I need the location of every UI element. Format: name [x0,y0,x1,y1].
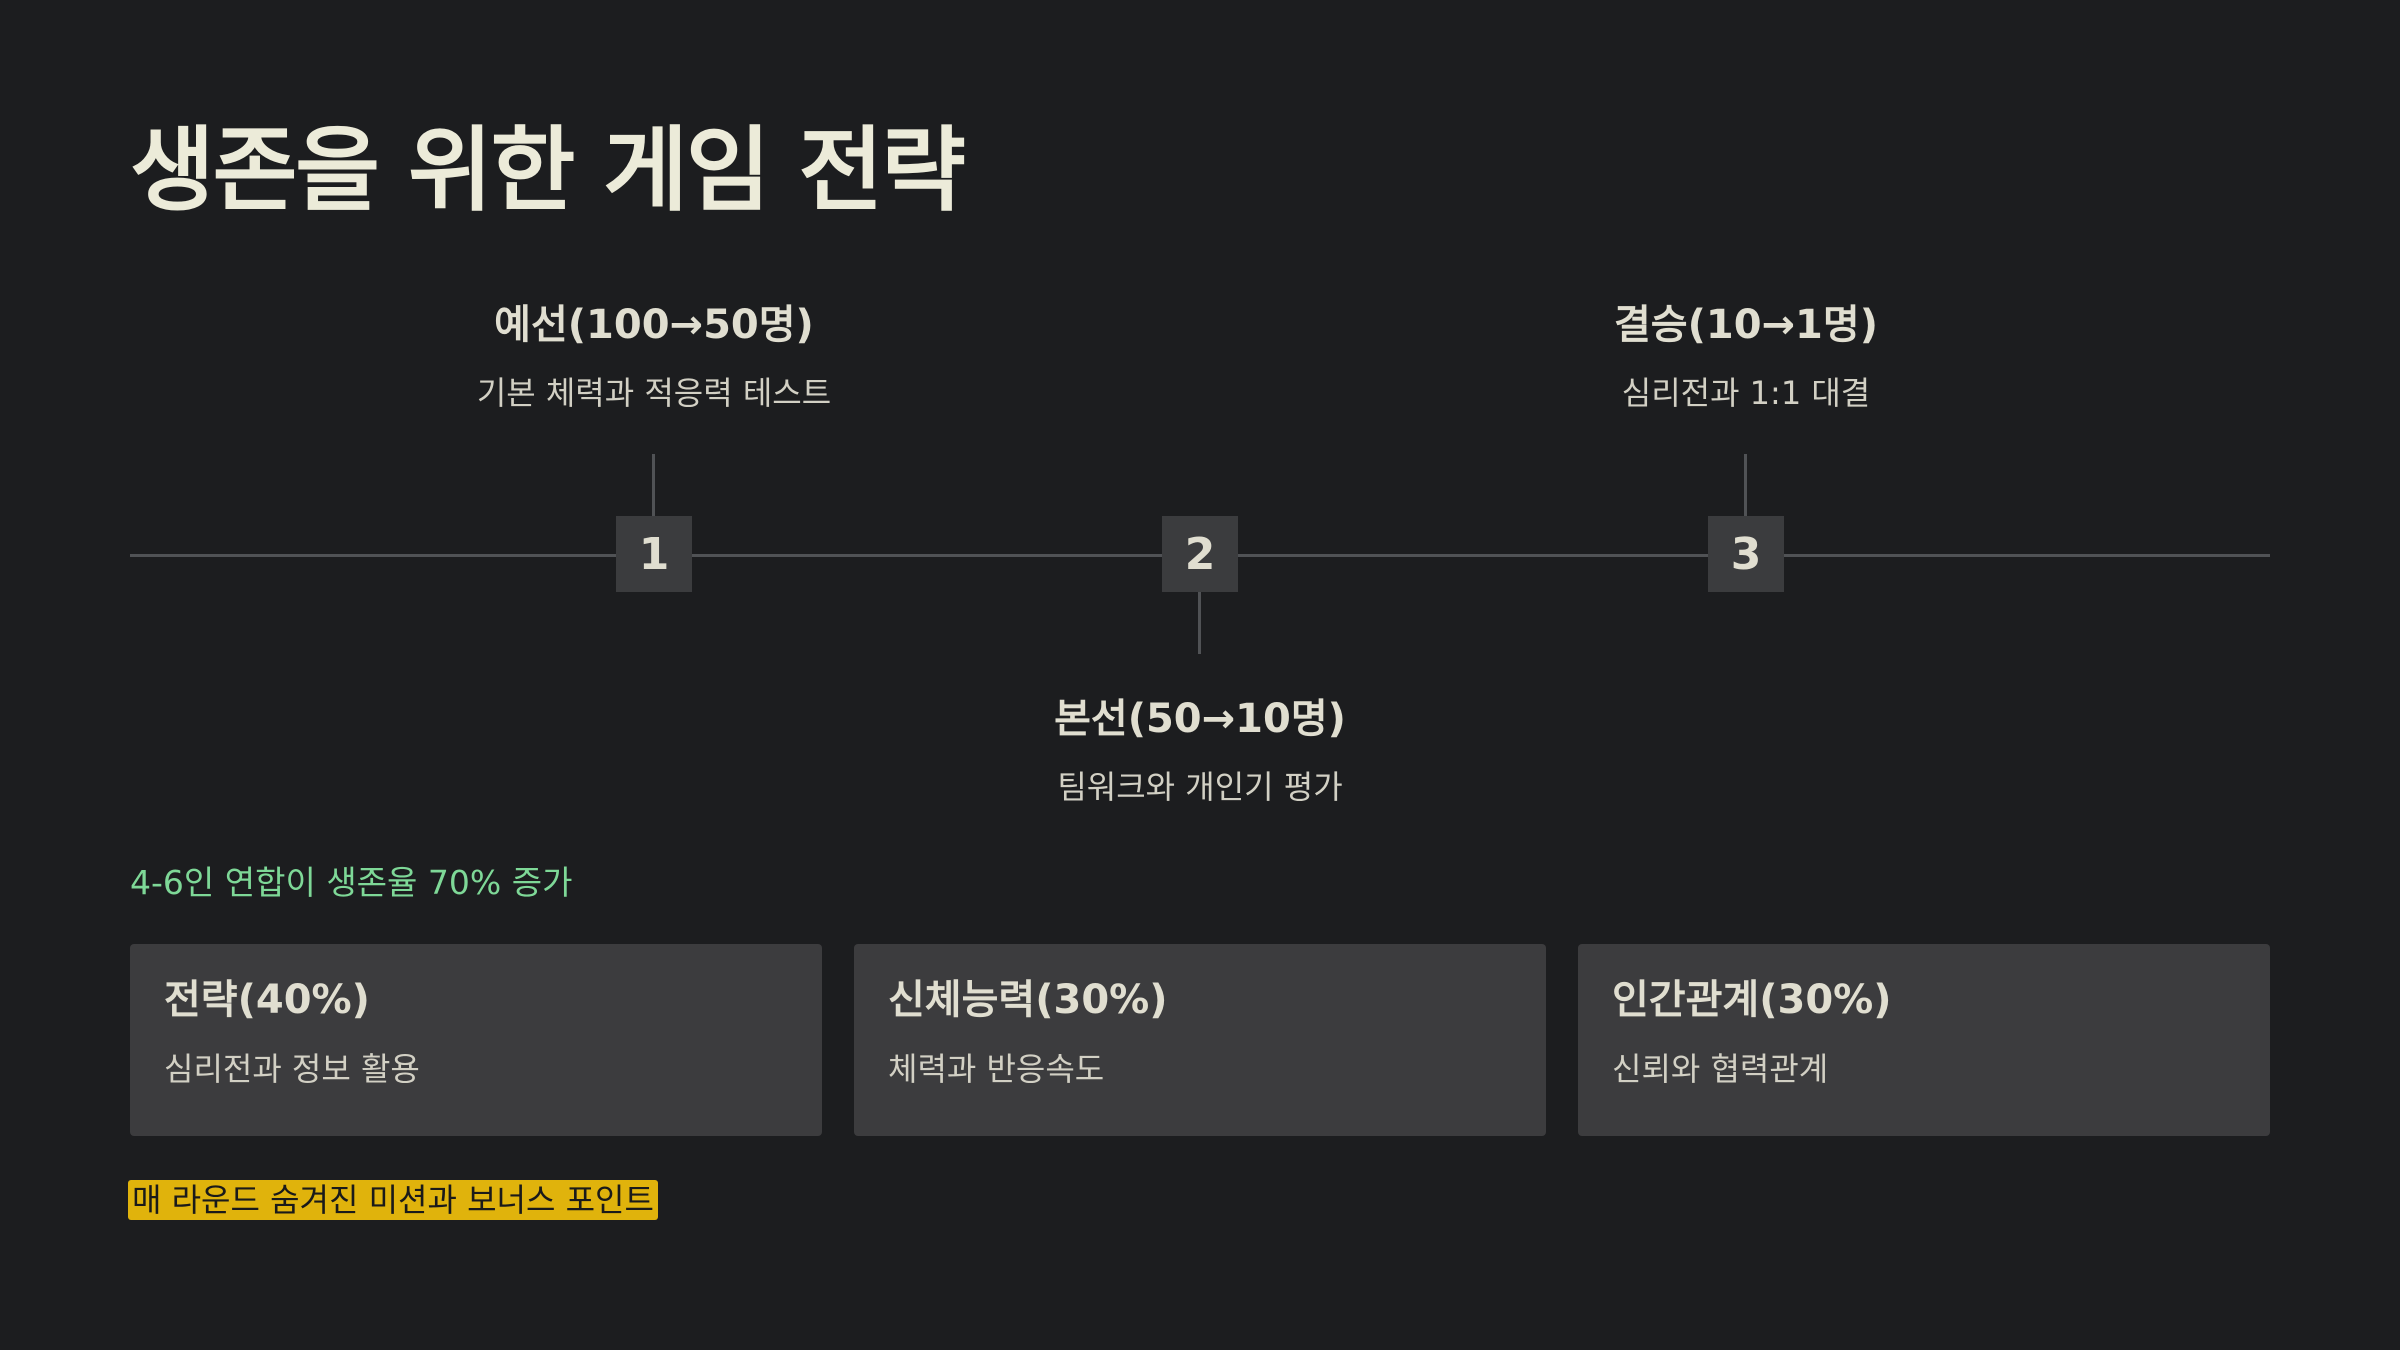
stage-3-connector [1744,454,1747,516]
stage-2-description: 팀워크와 개인기 평가 [1057,768,1343,806]
alliance-note: 4-6인 연합이 생존율 70% 증가 [130,863,573,902]
card-description: 신뢰와 협력관계 [1612,1050,1829,1088]
page-title: 생존을 위한 게임 전략 [130,117,966,224]
stage-2-marker: 2 [1162,516,1238,592]
stage-2-title: 본선(50→10명) [1054,696,1346,742]
stage-2-connector [1198,592,1201,654]
stage-1-description: 기본 체력과 적응력 테스트 [476,374,832,412]
stage-3-title: 결승(10→1명) [1614,302,1878,348]
card-title: 전략(40%) [164,977,370,1023]
physical-card: 신체능력(30%) 체력과 반응속도 [854,944,1546,1136]
relationship-card: 인간관계(30%) 신뢰와 협력관계 [1578,944,2270,1136]
stage-1-title: 예선(100→50명) [494,302,814,348]
card-title: 신체능력(30%) [888,977,1168,1023]
strategy-card: 전략(40%) 심리전과 정보 활용 [130,944,822,1136]
stage-1-marker: 1 [616,516,692,592]
card-title: 인간관계(30%) [1612,977,1892,1023]
stage-3-description: 심리전과 1:1 대결 [1621,374,1871,412]
card-description: 심리전과 정보 활용 [164,1050,420,1088]
card-description: 체력과 반응속도 [888,1050,1105,1088]
bonus-note: 매 라운드 숨겨진 미션과 보너스 포인트 [128,1180,658,1220]
stage-3-marker: 3 [1708,516,1784,592]
stage-1-connector [652,454,655,516]
